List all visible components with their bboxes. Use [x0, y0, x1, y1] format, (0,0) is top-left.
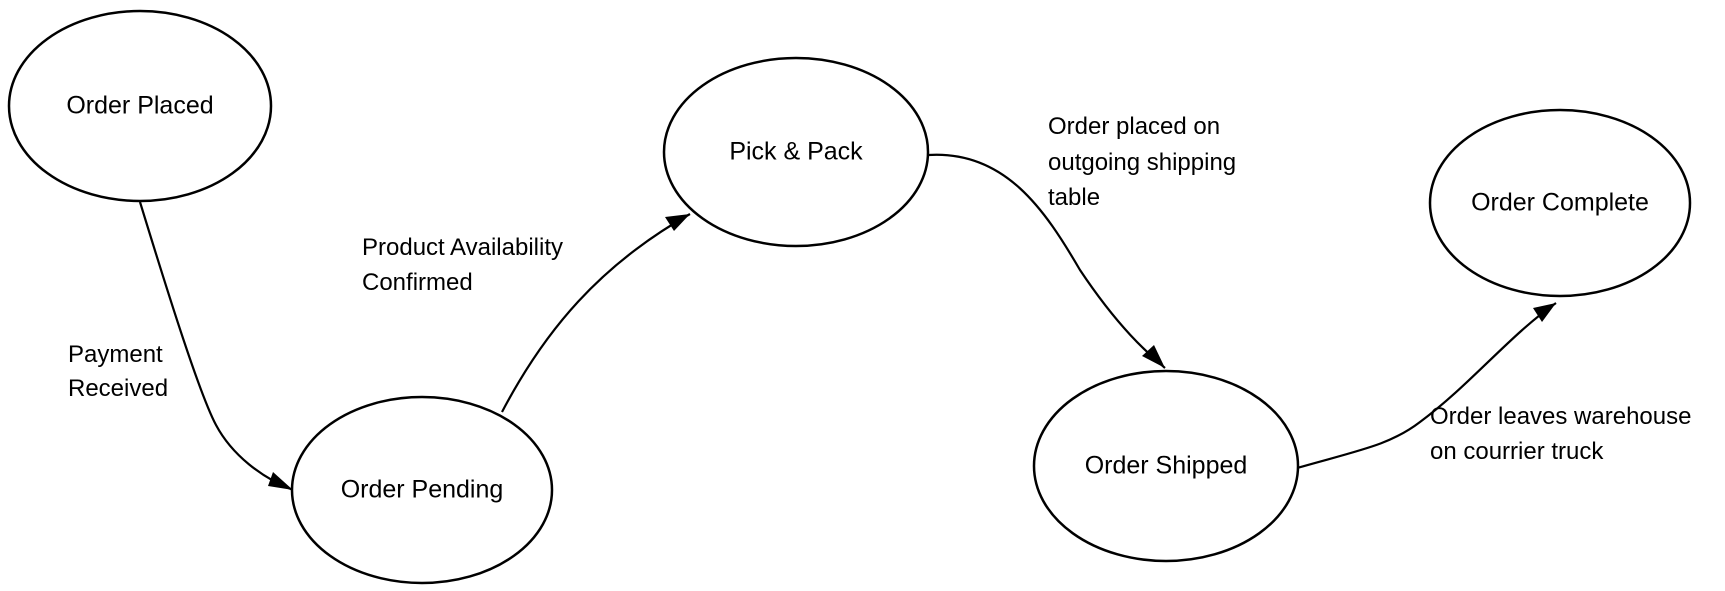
transition-label-line: table: [1048, 184, 1100, 211]
transition-line: [138, 201, 294, 492]
transition-label-line: outgoing shipping: [1048, 149, 1236, 176]
arrowhead: [268, 472, 293, 490]
state-label: Order Shipped: [1085, 452, 1248, 480]
state-order-complete: Order Complete: [1428, 108, 1692, 298]
transition-label: Payment Received: [68, 341, 169, 402]
transition-line: [501, 213, 691, 413]
arrowhead: [1533, 303, 1556, 322]
state-order-shipped: Order Shipped: [1032, 369, 1300, 563]
transition-label-line: Order placed on: [1048, 113, 1220, 140]
state-order-pending: Order Pending: [290, 395, 554, 585]
state-node: [662, 56, 930, 248]
transition-line: [927, 153, 1166, 369]
transition-label: Order leaves warehouse on courrier truck: [1430, 403, 1698, 465]
state-label: Order Complete: [1471, 189, 1649, 217]
state-order-placed: Order Placed: [7, 9, 273, 203]
state-node: [7, 9, 273, 203]
transition-pickpack-to-shipped: Order placed on outgoing shipping table: [927, 113, 1243, 369]
state-node: [1428, 108, 1692, 298]
transition-pending-to-pickpack: Product Availability Confirmed: [362, 213, 691, 413]
state-label: Pick & Pack: [729, 138, 863, 166]
state-node: [290, 395, 554, 585]
transition-label: Product Availability Confirmed: [362, 234, 570, 296]
arrowhead: [1142, 345, 1165, 368]
transition-label-line: Payment: [68, 341, 163, 368]
transition-label-line: Confirmed: [362, 269, 473, 296]
transition-label-line: Product Availability: [362, 234, 563, 261]
state-label: Order Pending: [341, 476, 504, 504]
transition-label-line: Order leaves warehouse: [1430, 403, 1691, 430]
transition-line: [1296, 302, 1557, 470]
arrowhead: [665, 214, 690, 231]
transition-placed-to-pending: Payment Received: [68, 201, 294, 492]
transition-shipped-to-complete: Order leaves warehouse on courrier truck: [1296, 302, 1698, 470]
transition-label-line: on courrier truck: [1430, 438, 1604, 465]
state-label: Order Placed: [66, 92, 213, 120]
transition-label-line: Received: [68, 375, 168, 402]
state-pick-pack: Pick & Pack: [662, 56, 930, 248]
transition-label: Order placed on outgoing shipping table: [1048, 113, 1243, 211]
state-node: [1032, 369, 1300, 563]
